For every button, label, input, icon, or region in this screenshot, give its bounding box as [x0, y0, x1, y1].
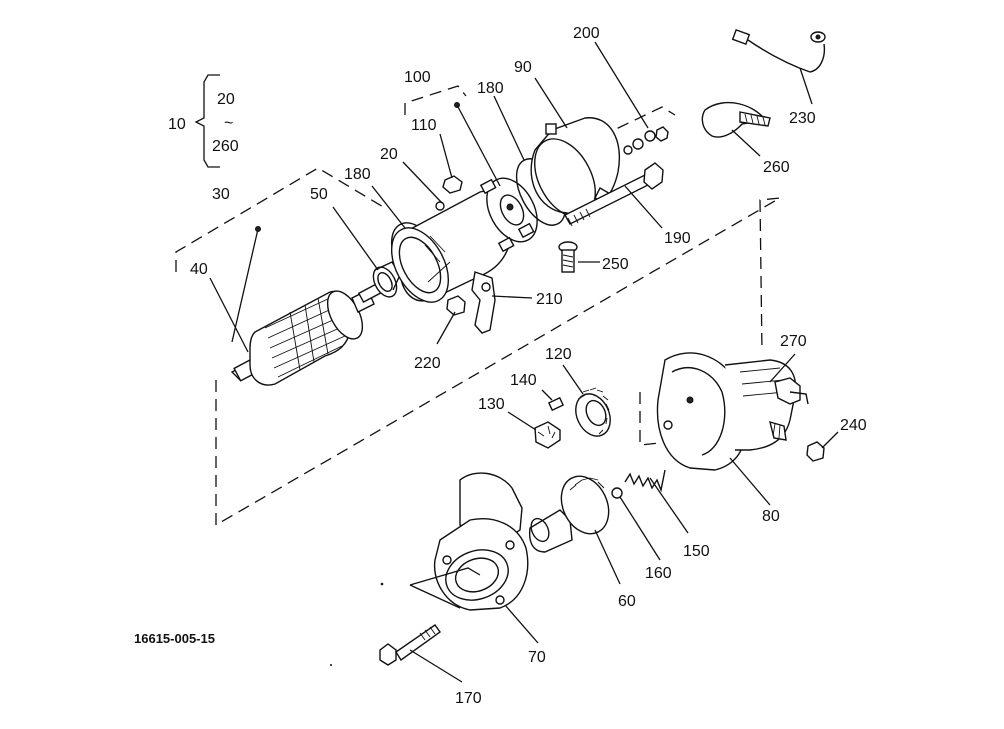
leader-220	[436, 311, 456, 345]
leader-140	[541, 389, 553, 401]
leader-90	[534, 77, 568, 129]
leader-70-a	[409, 567, 481, 586]
leader-200	[594, 41, 649, 129]
leader-40	[209, 277, 249, 353]
group-bracket: 10 20 ~ 260	[168, 74, 239, 168]
brush-holder	[479, 177, 538, 253]
leader-70-b	[409, 584, 461, 609]
callout-140: 140	[510, 372, 537, 389]
callout-40: 40	[190, 261, 208, 278]
leader-60	[594, 529, 621, 585]
callout-110: 110	[411, 117, 437, 134]
callout-170: 170	[455, 690, 482, 707]
callout-190: 190	[664, 230, 691, 247]
reduction-gear	[575, 387, 611, 437]
terminal-hardware	[623, 126, 669, 155]
group-dot-30	[255, 226, 261, 232]
group-number-label: 10	[168, 116, 186, 133]
callout-260: 260	[763, 159, 790, 176]
drive-assembly-outline	[215, 197, 781, 527]
leader-180-right	[493, 95, 525, 161]
leader-150	[649, 477, 689, 534]
through-bolt	[564, 162, 664, 227]
brush-nut	[442, 175, 463, 194]
scan-dot	[330, 664, 332, 666]
drive-spring	[624, 469, 666, 493]
lead-wire	[731, 29, 826, 73]
leader-110	[439, 133, 453, 179]
leader-210	[491, 295, 533, 299]
callout-200: 200	[573, 25, 600, 42]
leader-50	[332, 206, 379, 271]
brush-holder-group-outline	[404, 85, 467, 115]
armature	[230, 282, 383, 386]
bearing	[372, 261, 401, 298]
solenoid-housing	[656, 352, 797, 471]
leader-160	[619, 496, 661, 561]
scan-dot	[380, 582, 384, 586]
leader-240	[821, 431, 839, 449]
terminal-stud	[769, 420, 787, 441]
long-bolt	[379, 624, 441, 666]
callout-180-right: 180	[477, 80, 504, 97]
range-separator: ~	[224, 115, 233, 132]
drawing-code: 16615-005-15	[134, 631, 215, 646]
leader-270	[769, 353, 796, 383]
yoke	[390, 189, 514, 303]
front-housing	[433, 472, 529, 611]
rear-cover	[530, 117, 620, 218]
leader-230	[799, 67, 813, 105]
callout-60: 60	[618, 593, 636, 610]
callout-130: 130	[478, 396, 505, 413]
callout-120: 120	[545, 346, 572, 363]
callout-50: 50	[310, 186, 328, 203]
shift-lever	[471, 271, 496, 334]
steel-ball	[611, 487, 623, 499]
leader-180-left	[371, 185, 406, 229]
gear-group-outline	[639, 392, 661, 446]
leader-260	[731, 129, 761, 157]
clamp-band	[701, 101, 771, 138]
leader-120	[562, 364, 584, 395]
leader-130	[507, 411, 537, 431]
leader-20	[402, 161, 443, 204]
leader-190	[624, 185, 663, 229]
range-start-label: 20	[217, 91, 235, 108]
armature-group-outline	[175, 167, 386, 272]
callout-80: 80	[762, 508, 780, 525]
range-end-label: 260	[212, 138, 239, 155]
callout-labels: 30 40 50 180 20 100 110 180 90 200 230 2…	[190, 25, 867, 707]
callout-30: 30	[212, 186, 230, 203]
callout-70: 70	[528, 649, 546, 666]
callout-180-left: 180	[344, 166, 371, 183]
callout-230: 230	[789, 110, 816, 127]
callout-160: 160	[645, 565, 672, 582]
overrunning-clutch	[528, 475, 610, 553]
leader-80	[729, 457, 771, 506]
solenoid-terminal	[774, 377, 809, 405]
gear-pin	[547, 396, 565, 412]
callout-250: 250	[602, 256, 629, 273]
leader-70	[504, 604, 539, 644]
nut-220	[446, 295, 466, 316]
leader-30	[231, 228, 259, 343]
terminal-nut	[806, 441, 825, 462]
callout-240: 240	[840, 417, 867, 434]
gear-retainer	[534, 421, 561, 449]
callout-150: 150	[683, 543, 710, 560]
callout-210: 210	[536, 291, 563, 308]
callout-100: 100	[404, 69, 431, 86]
callout-220: 220	[414, 355, 441, 372]
leader-170	[409, 649, 463, 683]
callout-20: 20	[380, 146, 398, 163]
leader-100	[456, 104, 501, 187]
callout-90: 90	[514, 59, 532, 76]
callout-270: 270	[780, 333, 807, 350]
screw-250	[558, 241, 578, 273]
